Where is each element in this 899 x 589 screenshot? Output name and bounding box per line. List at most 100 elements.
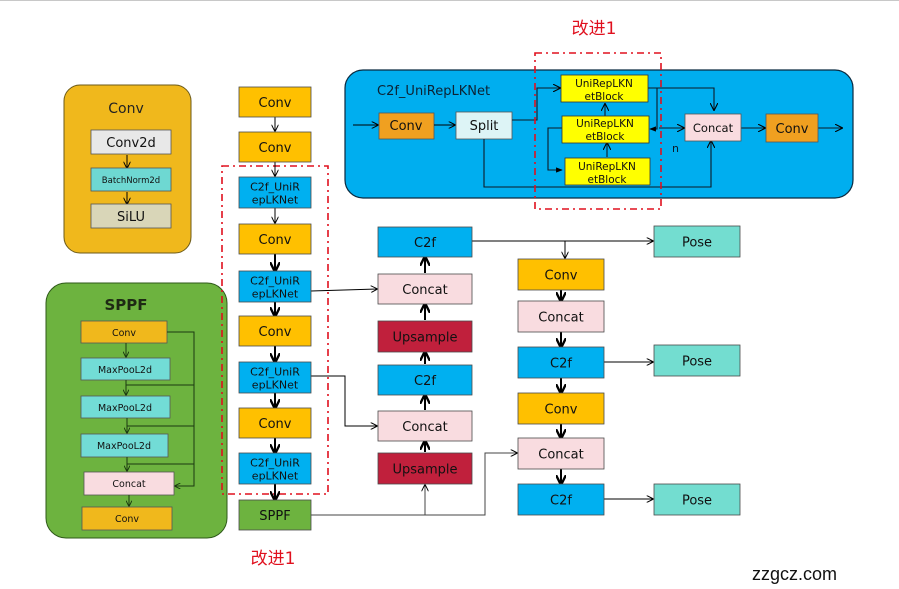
neck-down-concat-4: Concat [517,437,605,470]
backbone-c2f-2-label: epLKNet [252,194,299,207]
neck-down-c2f-5-box [517,483,605,516]
neck-up-upsample-2-box [377,320,473,353]
block-1-line-2: etBlock [585,91,625,103]
neck-up-c2f-0: C2f [377,226,473,258]
improvement-label-bottom: 改进1 [251,549,296,569]
sppf-concat-label: Concat [112,479,146,490]
maxpool-3 [80,433,169,458]
main-network-nodes: ConvConvC2f_UniRepLKNetConvC2f_UniRepLKN… [238,86,741,531]
neck-down-concat-1-label: Concat [538,311,583,326]
pose-head-2-box [653,483,741,516]
silu-block [90,203,172,229]
maxpool-2 [80,395,171,419]
backbone-conv-5: Conv [238,315,312,347]
repeat-n-label: n [672,142,679,155]
backbone-conv-3-label: Conv [259,233,292,248]
connector-arrow [425,453,517,516]
neck-down-concat-1-box [517,300,605,333]
backbone-c2f-4: C2f_UniRepLKNet [238,270,312,303]
unireplknet-block-1 [560,74,649,103]
backbone-c2f-4-box [238,270,312,303]
sppf-conv-out [81,506,173,531]
improvement-label-top: 改进1 [572,19,617,39]
backbone-conv-0-box [238,86,312,118]
silu-label: SiLU [117,210,145,225]
neck-up-concat-1-box [377,273,473,305]
c2f-conv-in-label: Conv [390,119,423,134]
maxpool-3-label: MaxPooL2d [97,441,151,452]
neck-down-conv-3: Conv [517,392,605,425]
backbone-c2f-2-box [238,176,312,209]
sppf-conv-in-label: Conv [112,328,136,339]
block-2-line-2: etBlock [586,131,626,143]
neck-up-upsample-2: Upsample [377,320,473,353]
backbone-conv-7-box [238,407,312,439]
backbone-conv-3: Conv [238,223,312,255]
neck-down-concat-4-box [517,437,605,470]
conv2d-label: Conv2d [106,136,156,151]
unireplknet-block-3 [564,157,651,186]
c2f-conv-out [765,113,819,143]
neck-down-c2f-2-label: C2f [550,357,572,372]
neck-down-conv-0: Conv [517,258,605,291]
pose-head-0-label: Pose [682,236,712,251]
neck-up-concat-4: Concat [377,410,473,442]
neck-up-upsample-5: Upsample [377,452,473,485]
neck-up-upsample-5-box [377,452,473,485]
backbone-c2f-8: C2f_UniRepLKNet [238,452,312,485]
backbone-sppf-9-box [238,499,312,531]
neck-down-conv-3-box [517,392,605,425]
backbone-c2f-2: C2f_UniRepLKNet [238,176,312,209]
backbone-sppf-9: SPPF [238,499,312,531]
block-2-line-1: UniRepLKN [576,118,634,130]
main-connectors [275,117,653,516]
improvement-highlight-top [534,52,662,210]
backbone-c2f-8-label: C2f_UniR [250,457,300,470]
connector-arrow [311,375,377,426]
block-3-line-2: etBlock [588,174,628,186]
neck-up-concat-1-label: Concat [402,283,447,298]
backbone-c2f-6-label: epLKNet [252,379,299,392]
c2f-conv-out-label: Conv [776,122,809,137]
backbone-conv-0-label: Conv [259,96,292,111]
backbone-c2f-4-label: C2f_UniR [250,275,300,288]
c2f-concat [684,113,742,142]
neck-up-c2f-0-box [377,226,473,258]
c2f-connectors [483,88,842,188]
backbone-conv-7: Conv [238,407,312,439]
backbone-conv-1: Conv [238,131,312,163]
block-1-line-1: UniRepLKN [575,78,633,90]
c2f-conv-in [378,112,435,140]
neck-down-concat-1: Concat [517,300,605,333]
backbone-conv-5-label: Conv [259,325,292,340]
backbone-conv-1-label: Conv [259,141,292,156]
backbone-c2f-6-label: C2f_UniR [250,366,300,379]
split-block [455,111,513,140]
batchnorm-label: BatchNorm2d [102,176,160,186]
neck-down-c2f-5: C2f [517,483,605,516]
sppf-connectors [126,331,195,506]
maxpool-1-label: MaxPooL2d [98,365,152,376]
backbone-conv-0: Conv [238,86,312,118]
c2f-concat-label: Concat [693,121,734,135]
neck-up-concat-1: Concat [377,273,473,305]
pose-head-0: Pose [653,225,741,258]
pose-head-1: Pose [653,344,741,377]
conv-panel-title: Conv [108,101,144,117]
backbone-conv-7-label: Conv [259,417,292,432]
neck-down-c2f-2-box [517,346,605,379]
neck-up-concat-4-box [377,410,473,442]
backbone-c2f-4-label: epLKNet [252,288,299,301]
connector-arrow [310,289,377,291]
neck-up-c2f-0-label: C2f [414,236,436,251]
conv2d-block [90,129,172,155]
sppf-panel: SPPF Conv MaxPooL2d MaxPooL2d MaxPooL2d … [45,282,228,539]
neck-up-concat-4-label: Concat [402,420,447,435]
neck-up-c2f-3-label: C2f [414,374,436,389]
watermark: zzgcz.com [752,564,838,584]
unireplknet-block-2 [561,115,650,144]
backbone-c2f-2-label: C2f_UniR [250,181,300,194]
pose-head-0-box [653,225,741,258]
neck-down-concat-4-label: Concat [538,448,583,463]
